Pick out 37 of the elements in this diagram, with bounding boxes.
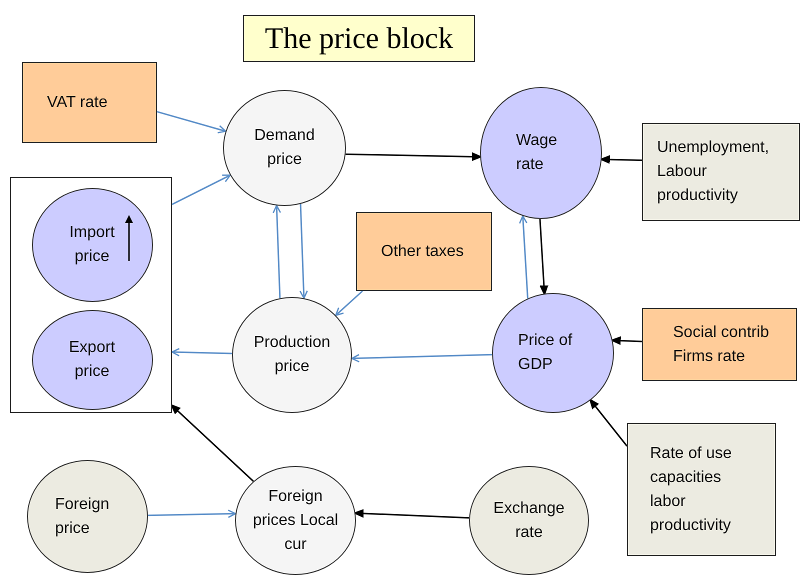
arrow bbox=[148, 510, 236, 518]
node-label: Rate of use capacities labor productivity bbox=[650, 444, 733, 536]
node-label: Social contrib Firms rate bbox=[673, 322, 770, 366]
input-box bbox=[642, 308, 797, 381]
node-label: Production price bbox=[252, 333, 332, 377]
node-label: Unemployment, Labour productivity bbox=[657, 138, 770, 206]
node-label: Export price bbox=[68, 338, 116, 382]
arrow bbox=[170, 404, 254, 482]
arrow bbox=[600, 155, 642, 164]
node-label: Foreign prices Local cur bbox=[252, 486, 340, 554]
arrow bbox=[335, 290, 364, 316]
input-box bbox=[627, 423, 776, 556]
arrow bbox=[346, 152, 482, 161]
arrow bbox=[518, 215, 528, 298]
diagram-title: The price block bbox=[243, 15, 475, 62]
node-label: Other taxes bbox=[381, 242, 464, 262]
node-label: Demand price bbox=[253, 126, 316, 170]
node-label: Foreign price bbox=[55, 494, 110, 538]
input-box bbox=[356, 212, 492, 291]
arrow bbox=[354, 509, 470, 519]
arrow bbox=[272, 204, 282, 298]
node-label: Wage rate bbox=[516, 131, 558, 175]
arrow bbox=[172, 174, 231, 206]
arrow bbox=[171, 348, 232, 356]
arrow bbox=[589, 398, 628, 447]
arrow bbox=[539, 218, 548, 296]
node-label: VAT rate bbox=[47, 92, 108, 112]
node-label: Import price bbox=[68, 222, 116, 266]
node-label: Price of GDP bbox=[518, 331, 574, 375]
arrow bbox=[351, 354, 492, 362]
group-frame bbox=[10, 177, 172, 413]
node-label: Exchange rate bbox=[492, 498, 566, 542]
arrow bbox=[156, 110, 226, 134]
input-box bbox=[642, 123, 800, 221]
arrow bbox=[611, 336, 642, 345]
input-box bbox=[22, 62, 157, 143]
arrow bbox=[299, 204, 308, 299]
